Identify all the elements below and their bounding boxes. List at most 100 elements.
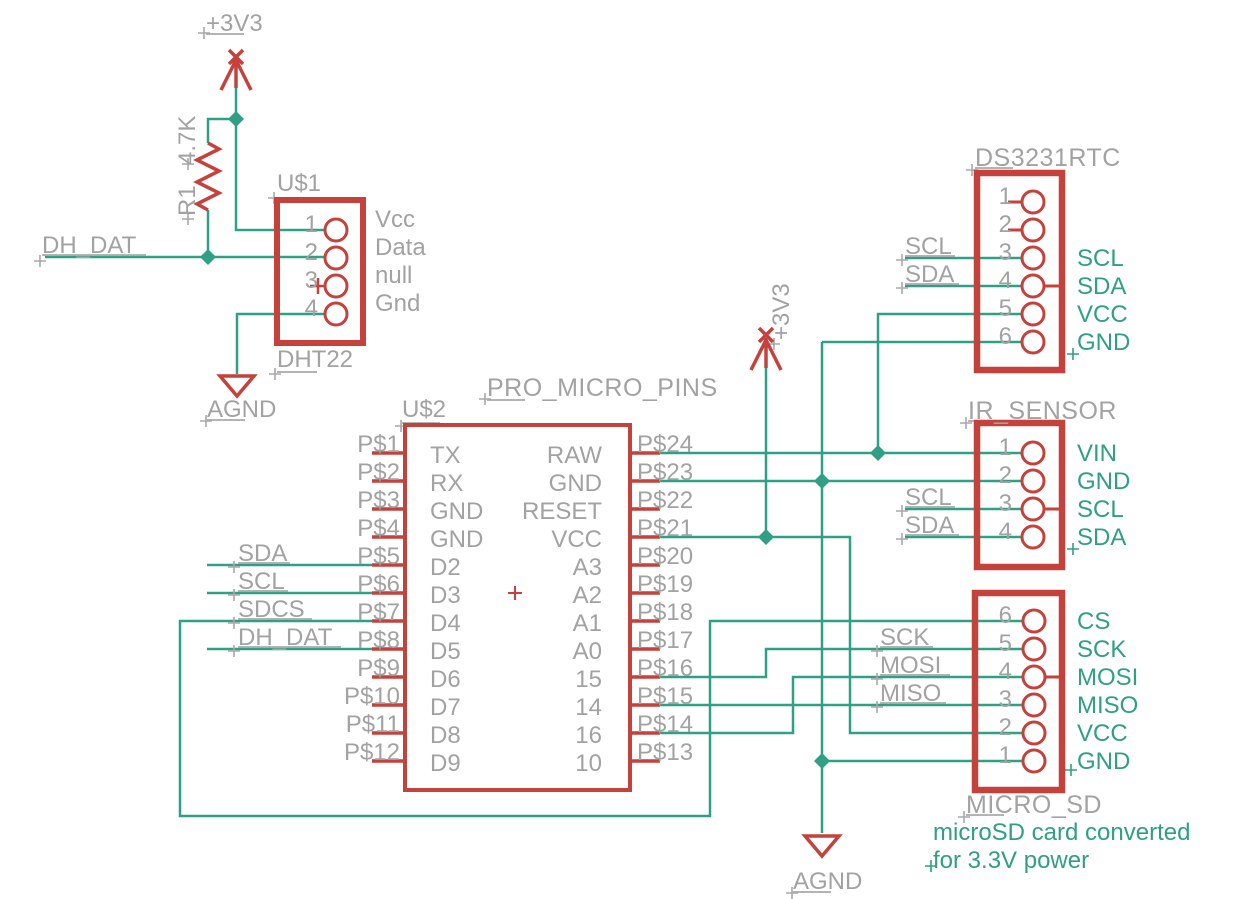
power-label-agnd-left: AGND [207, 396, 277, 423]
pin-function: 16 [575, 722, 602, 749]
net-label-dh-dat-top: DH_DAT [42, 232, 137, 259]
sd-pin-label: VCC [1077, 720, 1128, 747]
origin-crosses [34, 27, 978, 899]
rtc-pin-number: 4 [998, 267, 1012, 294]
dht22-pin-label: null [375, 262, 413, 289]
pin-name: P$5 [357, 543, 400, 570]
net-label-sdcs: SDCS [238, 596, 305, 623]
pin-function: VCC [551, 526, 602, 553]
pin-function: RAW [546, 442, 602, 469]
pin-name: P$19 [637, 571, 694, 598]
ir-pin-number: 2 [998, 462, 1012, 489]
pin-name: P$3 [357, 487, 400, 514]
ir-title: IR_SENSOR [968, 397, 1117, 425]
pin-name: P$23 [637, 459, 694, 486]
pin-function: D7 [430, 694, 461, 721]
sd-note-line2: for 3.3V power [933, 847, 1090, 874]
sd-pin-number: 4 [998, 658, 1012, 685]
plus3v3-arrow-top [219, 48, 253, 91]
dht-pin3-mark [310, 278, 325, 294]
net-label-rtc-sda: SDA [905, 261, 955, 288]
dht22-pin-number: 3 [304, 267, 318, 294]
pin-function: RX [430, 470, 464, 497]
dht22-value: DHT22 [277, 346, 354, 373]
pin-function: GND [430, 526, 484, 553]
dht22-pin-label: Data [375, 234, 426, 261]
pin-function: D9 [430, 750, 461, 777]
net-label-sck: SCK [880, 624, 930, 651]
ir-pin-number: 1 [998, 434, 1012, 461]
net-label-miso: MISO [880, 680, 942, 707]
wire-3v3-to-dht-vcc [234, 88, 325, 232]
pin-name: P$15 [637, 683, 694, 710]
pin-function: A1 [572, 610, 602, 637]
net-label-ir-sda: SDA [905, 512, 955, 539]
pin-name: P$11 [345, 711, 400, 738]
pin-name: P$20 [637, 543, 694, 570]
sd-pin-number: 3 [998, 686, 1012, 713]
rtc-pin-number: 1 [998, 183, 1012, 210]
pin-name: P$17 [637, 627, 694, 654]
sd-symbol [971, 589, 1066, 794]
net-label-scl: SCL [238, 568, 285, 595]
wire-resistor-top [206, 117, 236, 143]
resistor-value: 4.7K [174, 115, 201, 165]
pin-function: D5 [430, 638, 461, 665]
pin-function: 14 [575, 694, 602, 721]
pin-function: A0 [572, 638, 602, 665]
net-label-ir-scl: SCL [905, 484, 952, 511]
pin-name: P$10 [343, 683, 400, 710]
net-label-sda: SDA [238, 540, 288, 567]
power-symbols [216, 48, 843, 859]
ir-pin-label: SDA [1077, 524, 1127, 551]
sd-pin-number: 2 [998, 714, 1012, 741]
teal-crosses [925, 348, 1079, 872]
rtc-pin-label: SCL [1077, 245, 1124, 272]
pin-function: D8 [430, 722, 461, 749]
wire-sdcs-cs-loop [178, 619, 1023, 818]
pin-name: P$6 [357, 571, 400, 598]
left-pin-stubs [372, 451, 405, 763]
pin-function: D2 [430, 554, 461, 581]
ir-pin-label: VIN [1077, 440, 1118, 467]
sd-pin-number: 5 [998, 630, 1012, 657]
pin-function: TX [430, 442, 461, 469]
pin-name: P$1 [357, 431, 400, 458]
rtc-pin-number: 3 [998, 239, 1012, 266]
net-label-mosi: MOSI [880, 652, 942, 679]
wire-dht-gnd [235, 312, 325, 374]
pro-micro-symbol [372, 423, 660, 792]
pin-function: A3 [572, 554, 602, 581]
wires [45, 88, 1023, 833]
rtc-pin-number: 2 [998, 211, 1012, 238]
sd-pin-number: 6 [998, 602, 1012, 629]
pin-name: P$16 [637, 655, 694, 682]
rtc-title: DS3231RTC [975, 144, 1121, 172]
pin-name: P$4 [357, 515, 400, 542]
sd-pin-label: CS [1077, 608, 1111, 635]
dht22-symbol [274, 197, 366, 346]
ir-pin-label: SCL [1077, 496, 1124, 523]
pin-name: P$2 [357, 459, 400, 486]
dht22-refdes: U$1 [277, 170, 322, 197]
sd-title: MICRO_SD [966, 791, 1102, 819]
sd-pin-label: GND [1077, 748, 1131, 775]
dht22-pin-number: 1 [304, 211, 318, 238]
pin-name: P$24 [637, 431, 694, 458]
dht22-pin-number: 2 [304, 239, 318, 266]
sd-pin-label: MISO [1077, 692, 1139, 719]
ir-symbol [973, 419, 1066, 571]
sd-pin-label: SCK [1077, 636, 1127, 663]
right-pin-stubs [630, 451, 660, 763]
ir-pin-number: 3 [998, 490, 1012, 517]
sd-pin-label: MOSI [1077, 664, 1139, 691]
sd-pin-number: 1 [998, 742, 1012, 769]
junction-dots [200, 111, 886, 769]
net-label-dh-dat: DH_DAT [238, 624, 333, 651]
pin-name: P$21 [637, 515, 694, 542]
agnd-symbol-left [216, 374, 258, 399]
resistor-symbol [193, 141, 223, 212]
plus3v3-arrow-mid [749, 326, 783, 371]
